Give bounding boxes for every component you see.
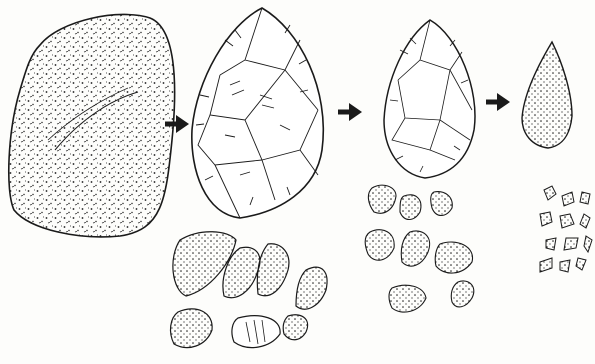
- cobble-stone: [9, 14, 175, 236]
- arrow-icon: [338, 103, 362, 121]
- flake-group-large: [171, 232, 328, 348]
- flake-group-medium: [365, 185, 474, 312]
- flake-group-small: [540, 186, 592, 272]
- arrow-icon: [486, 93, 510, 111]
- rough-biface: [192, 8, 323, 218]
- thinned-biface: [384, 20, 475, 178]
- finished-point: [522, 42, 572, 148]
